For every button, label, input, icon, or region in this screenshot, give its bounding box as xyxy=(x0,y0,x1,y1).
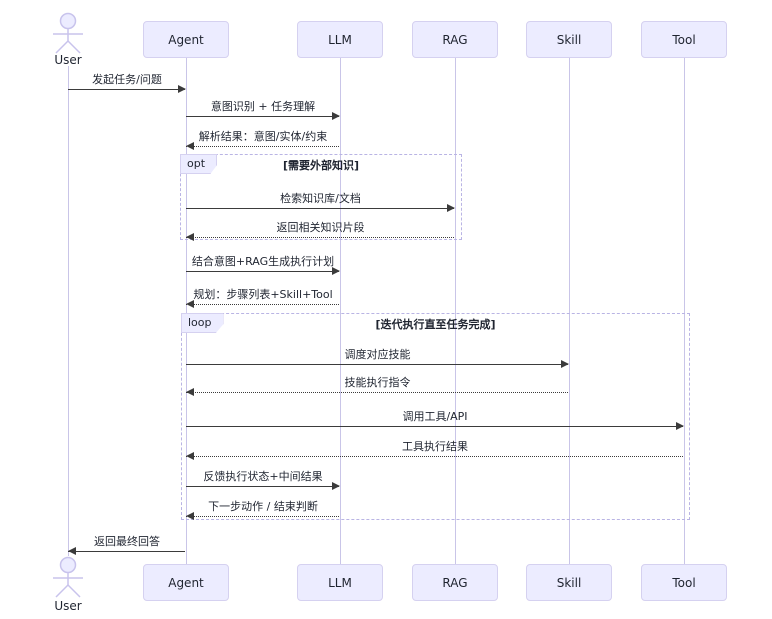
message-3-arrowhead-icon xyxy=(186,142,194,150)
participant-skill-bottom: Skill xyxy=(526,564,612,601)
message-3-label: 解析结果：意图/实体/约束 xyxy=(198,130,328,143)
message-10-label: 调用工具/API xyxy=(402,410,468,423)
message-12-line xyxy=(186,486,339,487)
message-13-line xyxy=(186,516,339,517)
message-9-label: 技能执行指令 xyxy=(344,376,411,389)
message-6-arrowhead-icon xyxy=(332,267,340,275)
frame-opt-title: [需要外部知识] xyxy=(282,159,360,172)
participant-rag-top: RAG xyxy=(412,21,498,58)
participant-tool-bottom: Tool xyxy=(641,564,727,601)
message-5-line xyxy=(186,237,454,238)
message-9-arrowhead-icon xyxy=(186,388,194,396)
message-6-line xyxy=(186,271,339,272)
actor-user-top-figure xyxy=(48,12,88,56)
message-4-arrowhead-icon xyxy=(447,204,455,212)
message-6-label: 结合意图+RAG生成执行计划 xyxy=(191,255,335,268)
frame-opt xyxy=(180,154,462,240)
message-13-label: 下一步动作 / 结束判断 xyxy=(208,500,318,513)
message-14-label: 返回最终回答 xyxy=(94,535,160,548)
participant-agent-bottom: Agent xyxy=(143,564,229,601)
lifeline-skill xyxy=(568,58,570,564)
message-3-line xyxy=(186,146,339,147)
lifeline-agent xyxy=(185,58,187,564)
lifeline-user xyxy=(67,66,69,556)
participant-tool-top: Tool xyxy=(641,21,727,58)
message-7-arrowhead-icon xyxy=(186,300,194,308)
frame-loop-label: loop xyxy=(181,313,224,333)
message-13-arrowhead-icon xyxy=(186,512,194,520)
lifeline-llm xyxy=(339,58,341,564)
actor-user-top-label: User xyxy=(54,53,82,67)
user-actor-icon xyxy=(53,556,83,598)
message-5-label: 返回相关知识片段 xyxy=(276,221,365,234)
message-12-arrowhead-icon xyxy=(332,482,340,490)
message-2-label: 意图识别 + 任务理解 xyxy=(210,100,316,113)
participant-rag-bottom: RAG xyxy=(412,564,498,601)
message-5-arrowhead-icon xyxy=(186,233,194,241)
message-14-line xyxy=(68,551,185,552)
frame-loop xyxy=(181,313,690,520)
message-1-arrowhead-icon xyxy=(178,85,186,93)
message-7-label: 规划：步骤列表+Skill+Tool xyxy=(193,288,333,301)
message-10-arrowhead-icon xyxy=(676,422,684,430)
message-8-arrowhead-icon xyxy=(561,360,569,368)
lifeline-rag xyxy=(454,58,456,564)
message-11-arrowhead-icon xyxy=(186,452,194,460)
user-actor-icon xyxy=(53,12,83,54)
actor-user-bottom-figure xyxy=(48,556,88,600)
message-9-line xyxy=(186,392,568,393)
message-2-arrowhead-icon xyxy=(332,112,340,120)
participant-llm-bottom: LLM xyxy=(297,564,383,601)
message-4-label: 检索知识库/文档 xyxy=(280,192,361,205)
message-2-line xyxy=(186,116,339,117)
participant-skill-top: Skill xyxy=(526,21,612,58)
participant-llm-top: LLM xyxy=(297,21,383,58)
message-4-line xyxy=(186,208,454,209)
participant-agent-top: Agent xyxy=(143,21,229,58)
frame-loop-title: [迭代执行直至任务完成] xyxy=(375,318,496,331)
message-8-line xyxy=(186,364,568,365)
message-10-line xyxy=(186,426,683,427)
message-11-label: 工具执行结果 xyxy=(402,440,468,453)
message-8-label: 调度对应技能 xyxy=(344,348,411,361)
actor-user-bottom-label: User xyxy=(54,599,82,613)
message-7-line xyxy=(186,304,339,305)
message-14-arrowhead-icon xyxy=(68,547,76,555)
lifeline-tool xyxy=(683,58,685,564)
frame-opt-label: opt xyxy=(180,154,218,174)
message-12-label: 反馈执行状态+中间结果 xyxy=(203,470,323,483)
message-1-label: 发起任务/问题 xyxy=(92,73,162,86)
message-11-line xyxy=(186,456,683,457)
message-1-line xyxy=(68,89,185,90)
